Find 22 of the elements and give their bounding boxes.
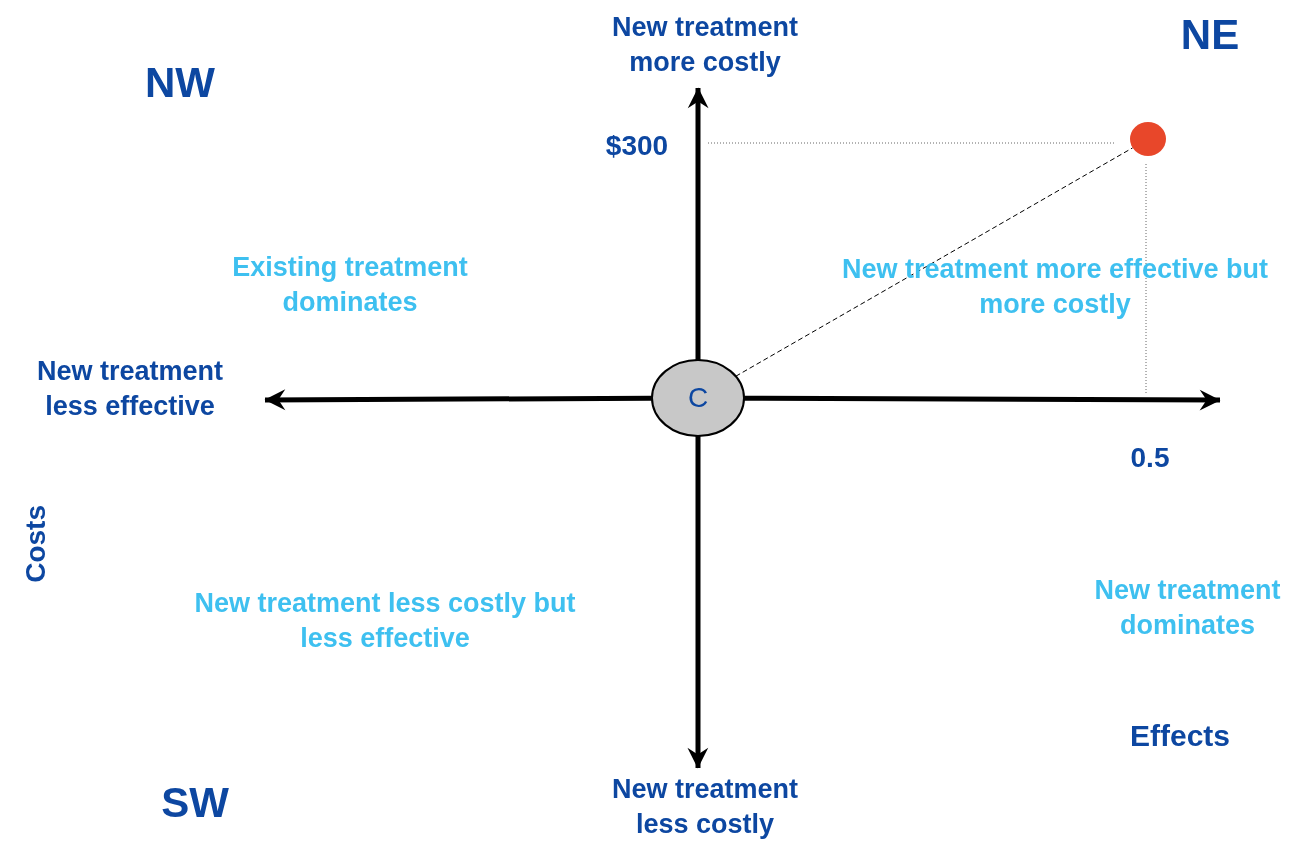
axis-title: Effects [1128, 718, 1231, 754]
arrow [687, 436, 709, 769]
dashed-line [735, 147, 1134, 377]
axis-title: Costs [19, 505, 52, 583]
data-point [1130, 122, 1166, 156]
arrow [744, 389, 1221, 411]
axis-end-label: New treatment less effective [10, 354, 250, 425]
quadrant-note: New treatment dominates [1093, 574, 1282, 643]
origin-circle [651, 359, 745, 437]
axis-end-label: New treatment less costly [585, 772, 825, 843]
quadrant-note: Existing treatment dominates [231, 251, 469, 320]
axis-end-label: New treatment more costly [585, 10, 825, 81]
quadrant-note: New treatment less costly but less effective [193, 587, 577, 656]
tick-label: $300 [604, 129, 670, 163]
origin-label: C [686, 381, 710, 415]
quadrant-label: SW [160, 778, 230, 828]
quadrant-note: New treatment more effective but more costly [840, 253, 1270, 322]
arrow [687, 87, 709, 360]
quadrant-label: NW [144, 58, 216, 108]
quadrant-label: NE [1179, 10, 1241, 60]
tick-label: 0.5 [1129, 441, 1171, 475]
arrow [264, 389, 652, 411]
